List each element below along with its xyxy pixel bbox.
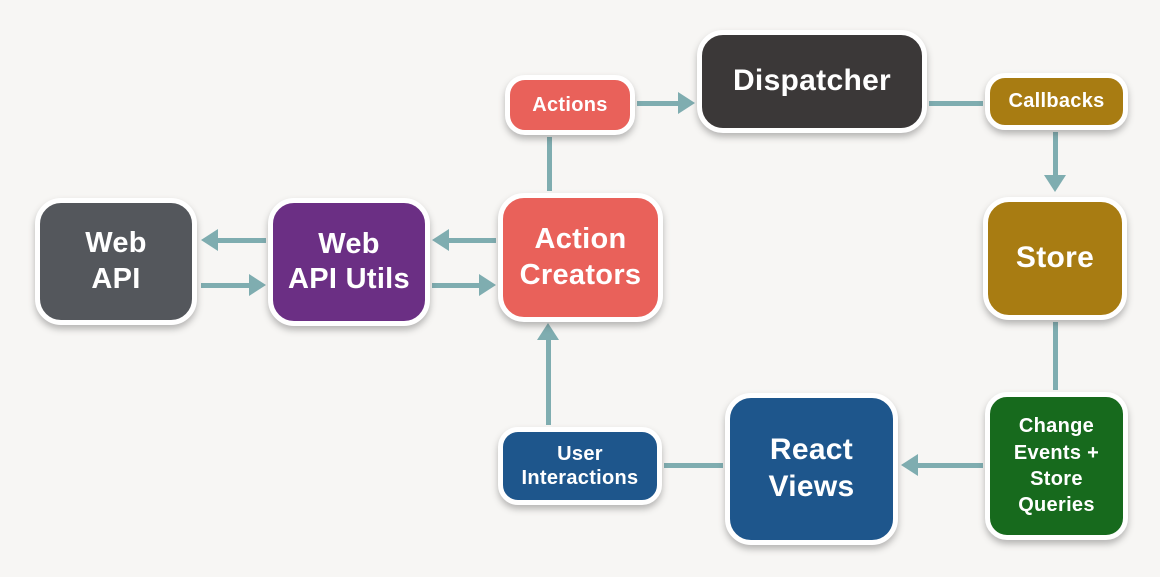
- node-react-views-label: React Views: [768, 433, 855, 503]
- arrowhead-left-icon: [901, 454, 918, 476]
- arrowhead-right-icon: [479, 274, 496, 296]
- arrowhead-down-icon: [1044, 175, 1066, 192]
- connector-web-api-to-web-api-utils: [201, 283, 250, 288]
- node-react-views: React Views: [725, 393, 898, 545]
- arrowhead-right-icon: [678, 92, 695, 114]
- node-web-api-label: Web API: [85, 227, 147, 295]
- node-user-interactions: User Interactions: [498, 427, 662, 505]
- node-store: Store: [983, 197, 1127, 320]
- connector-action-creators-to-web-api-utils: [448, 238, 496, 243]
- connector-dispatcher-to-callbacks: [929, 101, 983, 106]
- connector-user-interactions-to-action-creators: [546, 338, 551, 425]
- connector-actions-to-dispatcher: [637, 101, 682, 106]
- node-actions-label: Actions: [532, 93, 608, 116]
- node-web-api-utils-label: Web API Utils: [288, 227, 410, 295]
- node-web-api-utils: Web API Utils: [268, 198, 430, 326]
- arrowhead-left-icon: [201, 229, 218, 251]
- arrowhead-left-icon: [432, 229, 449, 251]
- node-actions: Actions: [505, 75, 635, 135]
- connector-store-to-change-events: [1053, 322, 1058, 390]
- node-store-label: Store: [1015, 241, 1095, 275]
- arrowhead-up-icon: [537, 323, 559, 340]
- arrowhead-right-icon: [249, 274, 266, 296]
- node-callbacks: Callbacks: [985, 73, 1128, 130]
- node-change-events: Change Events + Store Queries: [985, 392, 1128, 540]
- node-dispatcher: Dispatcher: [697, 30, 927, 133]
- connector-web-api-utils-to-web-api: [217, 238, 266, 243]
- connector-change-events-to-react-views: [917, 463, 983, 468]
- node-dispatcher-label: Dispatcher: [732, 64, 892, 98]
- connector-action-creators-to-actions: [547, 137, 552, 191]
- node-action-creators-label: Action Creators: [519, 223, 642, 291]
- node-user-interactions-label: User Interactions: [521, 442, 639, 489]
- connector-callbacks-to-store: [1053, 132, 1058, 177]
- node-web-api: Web API: [35, 198, 197, 325]
- node-callbacks-label: Callbacks: [1008, 90, 1105, 113]
- connector-react-views-to-user-interactions: [664, 463, 723, 468]
- node-action-creators: Action Creators: [498, 193, 663, 322]
- node-change-events-label: Change Events + Store Queries: [1013, 415, 1100, 517]
- connector-web-api-utils-to-action-creators: [432, 283, 480, 288]
